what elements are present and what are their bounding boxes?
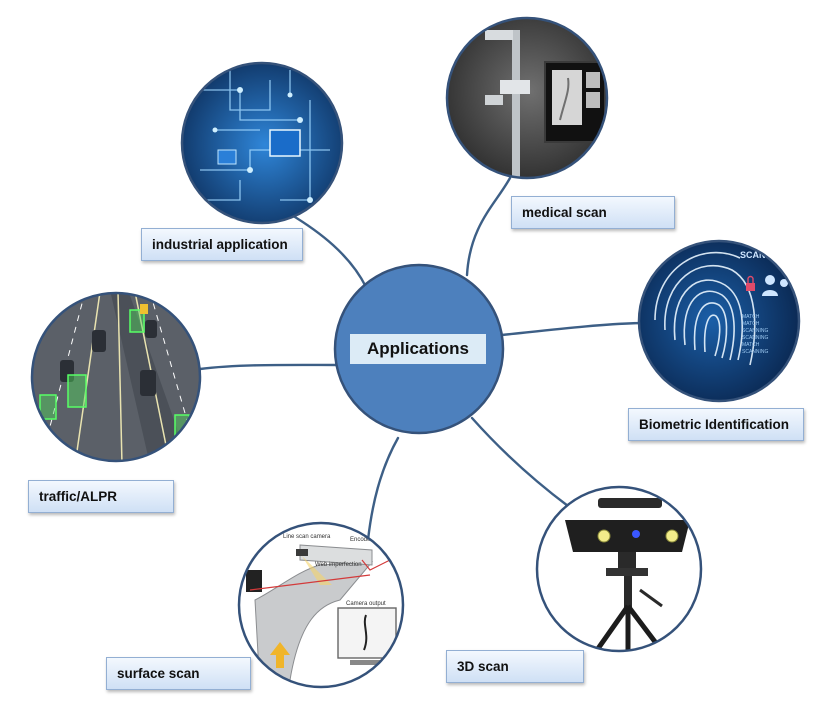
label-3d-scan: 3D scan	[446, 650, 584, 683]
surface-output-label: Camera output	[346, 601, 386, 607]
center-label: Applications	[350, 334, 486, 364]
label-biometric-identification: Biometric Identification	[628, 408, 804, 441]
surface-defect-label: Web imperfection	[315, 562, 362, 568]
surface-encoder-label: Encoder	[350, 537, 372, 543]
xray-scanner-icon	[445, 16, 609, 180]
connector-3d	[470, 416, 570, 508]
biometric-status-line: MATCH	[742, 342, 760, 348]
connector-medical	[465, 176, 512, 277]
line-scan-camera-icon: Line scan camera Encoder Web imperfectio…	[237, 521, 405, 689]
label-medical-scan: medical scan	[511, 196, 675, 229]
label-traffic-alpr: traffic/ALPR	[28, 480, 174, 513]
circuit-board-icon	[180, 61, 344, 225]
3d-scanner-tripod-icon	[535, 485, 703, 653]
biometric-status-line: SCANNING	[742, 349, 769, 355]
biometric-status-line: MATCH	[742, 321, 760, 327]
label-industrial-application: industrial application	[141, 228, 303, 261]
label-surface-scan: surface scan	[106, 657, 251, 690]
connector-biometric	[500, 321, 642, 337]
connector-traffic	[198, 363, 342, 371]
biometric-status-line: SCANNING	[742, 328, 769, 334]
connector-industrial	[288, 212, 368, 289]
fingerprint-icon: SCANNING MATCH MATCH SCANNING SCANNING M…	[637, 239, 801, 403]
traffic-camera-icon	[30, 291, 202, 463]
surface-camera-label: Line scan camera	[283, 534, 331, 540]
biometric-status-line: SCANNING	[742, 335, 769, 341]
biometric-status-line: MATCH	[742, 314, 760, 320]
connector-surface	[366, 436, 400, 542]
